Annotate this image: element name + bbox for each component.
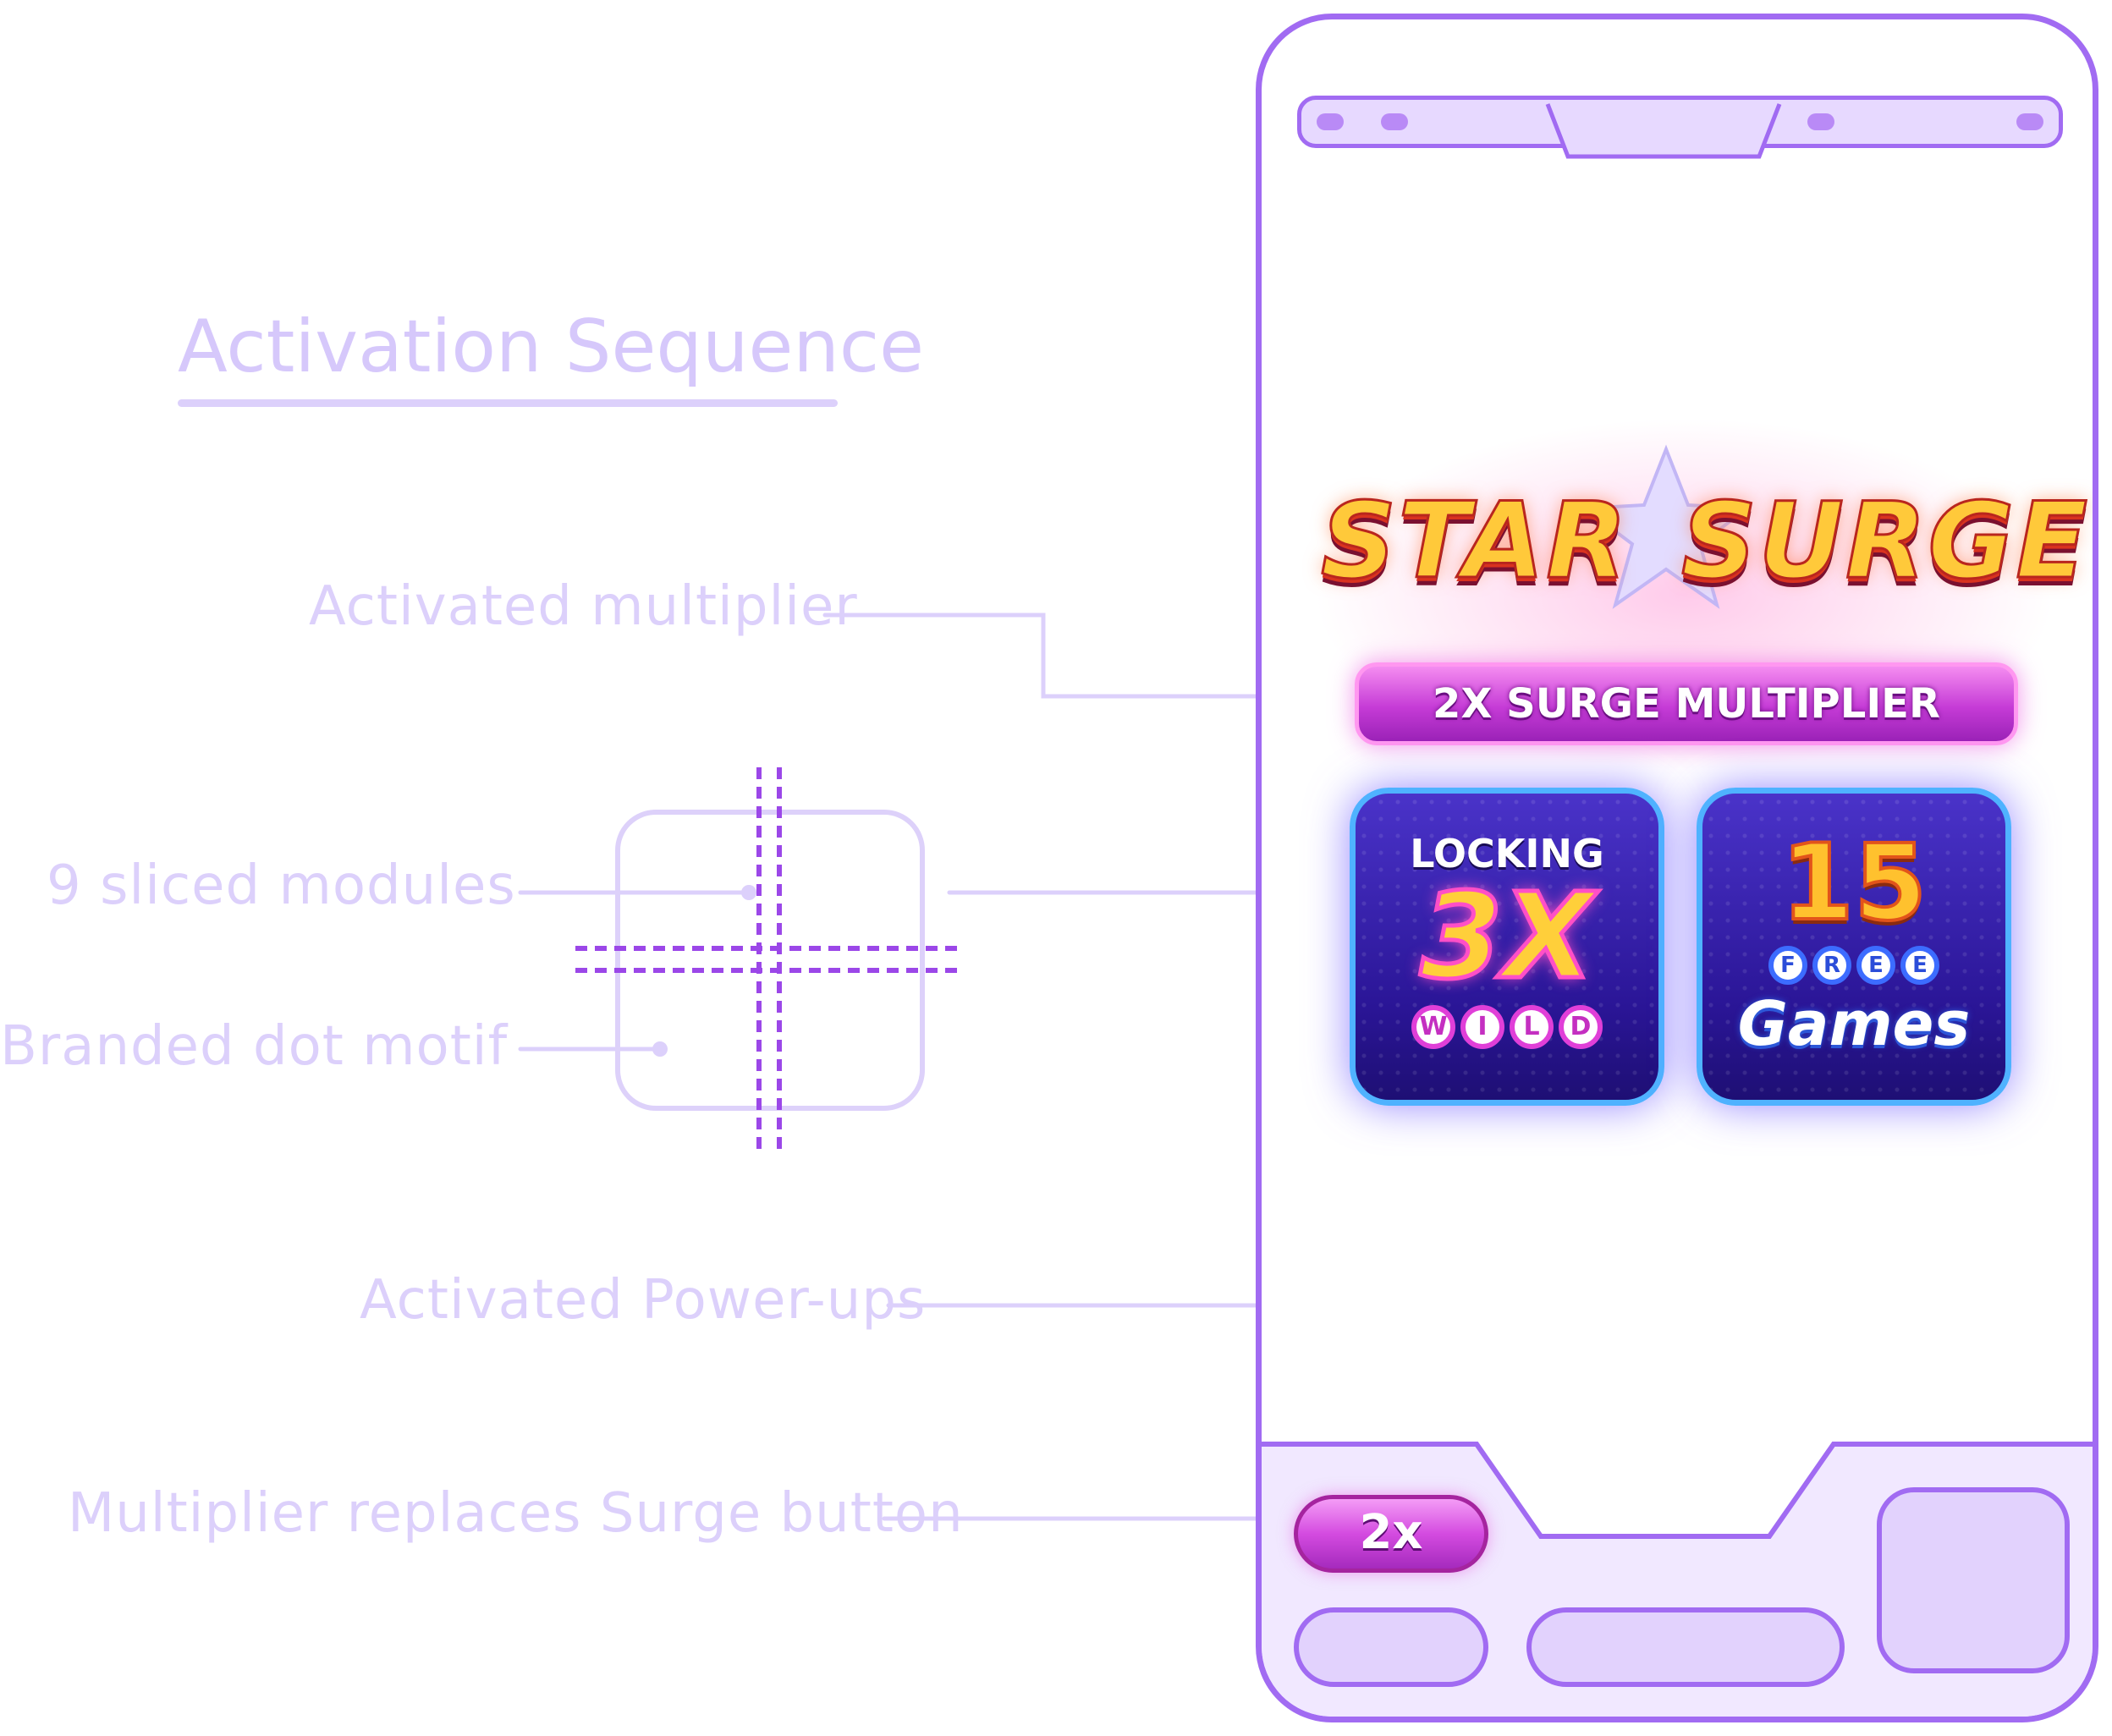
free-letter: E [1900,946,1939,985]
top-bar-dot [1317,113,1344,130]
multiplier-2x-label: 2x [1359,1505,1423,1560]
surge-multiplier-banner: 2X SURGE MULTIPLIER [1355,662,2018,745]
nine-slice-module [615,810,925,1111]
top-bar-dot [2016,113,2043,130]
connector-multiplier [822,613,1321,699]
wild-letter: I [1460,1005,1504,1049]
logo-star: STAR [1320,480,1629,604]
power-up-free-games[interactable]: 15 F R E E Games [1697,788,2011,1106]
multiplier-2x-button[interactable]: 2x [1294,1495,1488,1573]
top-bar-dot [1807,113,1834,130]
wild-letter: L [1510,1005,1554,1049]
power-up-locking-wild[interactable]: LOCKING 3X W I L D [1350,788,1664,1106]
title-underline [178,399,838,407]
free-letter: R [1812,946,1851,985]
free-letter: E [1856,946,1895,985]
free-letters: F R E E [1702,946,2005,985]
tile-3x-label: 3X [1418,866,1596,1008]
free-letter: F [1768,946,1807,985]
connector-dot-motif-end [652,1041,668,1057]
logo-surge: SURGE [1680,480,2089,604]
spin-button-placeholder[interactable] [1877,1487,2070,1673]
label-activated-power-ups: Activated Power-ups [360,1269,927,1332]
wild-letter: D [1559,1005,1603,1049]
tile-games-label: Games [1737,988,1971,1059]
wild-letters: W I L D [1356,1005,1658,1049]
bottom-panel: 2x [1262,1442,2093,1717]
label-nine-sliced-modules: 9 sliced modules [47,854,516,917]
banner-text: 2X SURGE MULTIPLIER [1433,680,1940,728]
bottom-left-button-placeholder[interactable] [1294,1607,1488,1687]
bottom-center-button-placeholder[interactable] [1526,1607,1845,1687]
star-icon [1581,444,1751,609]
tile-locking-label: LOCKING [1410,831,1604,876]
bottom-notch [1472,1442,1838,1539]
label-activated-multiplier: Activated multiplier [309,575,858,638]
diagram-title: Activation Sequence [178,305,925,389]
tile-15-label: 15 [1779,821,1929,946]
top-bar-dot [1381,113,1408,130]
wild-letter: W [1411,1005,1455,1049]
label-multiplier-replaces-surge: Multiplier replaces Surge button [68,1482,964,1545]
label-branded-dot-motif: Branded dot motif [0,1015,509,1078]
phone-frame: STAR SURGE 2X SURGE MULTIPLIER LOCKING 3… [1256,14,2098,1722]
top-notch [1545,103,1782,159]
connector-dot-nine-slice [741,885,756,900]
